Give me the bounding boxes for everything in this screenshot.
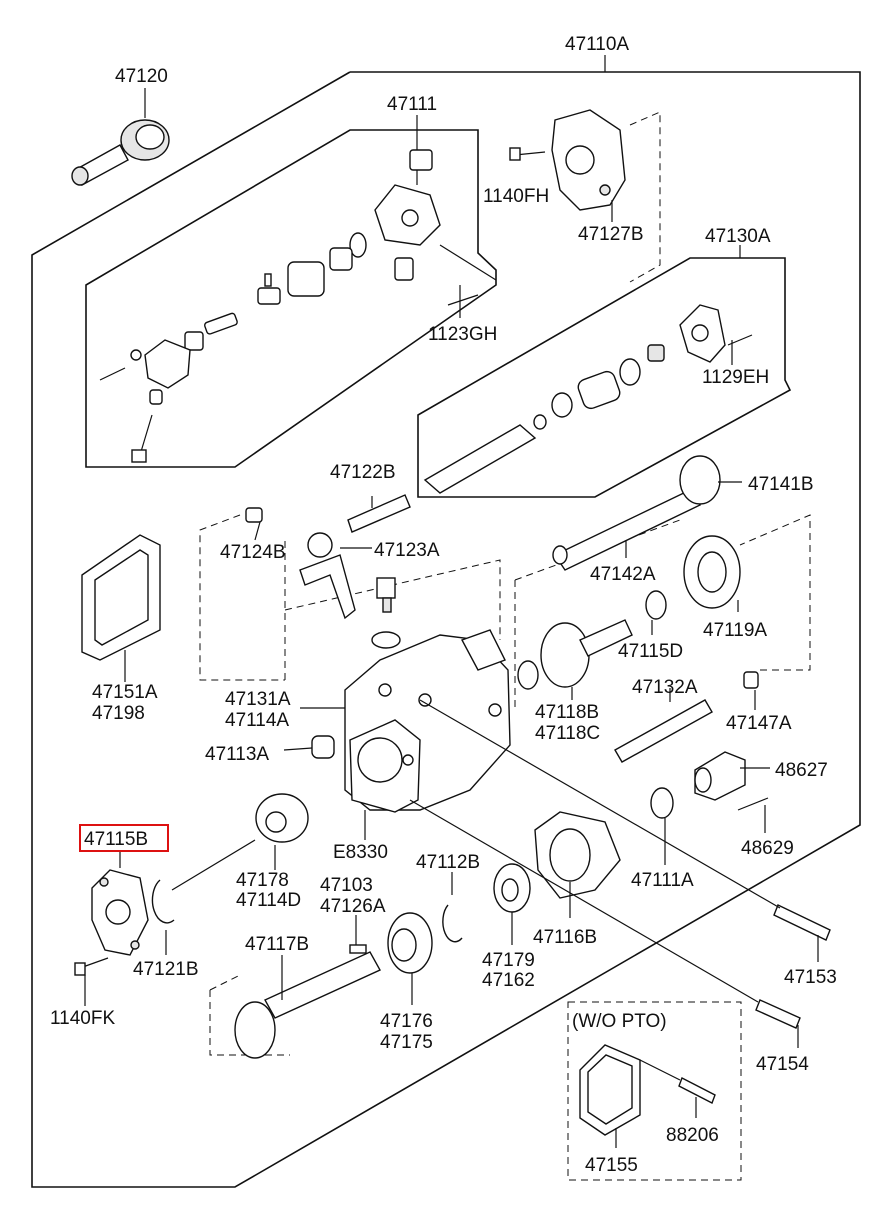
label-gear-shaft: 47117B — [245, 934, 309, 955]
label-seal-b: 47162 — [482, 970, 535, 991]
label-bolt-47153: 47153 — [784, 967, 837, 988]
label-gear-b: 47118C — [535, 723, 600, 744]
label-case-a: 47131A — [225, 689, 291, 710]
label-bearing-c: 47176 — [380, 1011, 433, 1032]
label-snap-ring: 47121B — [133, 959, 199, 980]
wo-pto-box — [567, 1001, 742, 1181]
label-seal-47111A: 47111A — [631, 870, 694, 891]
label-shaft: 47120 — [115, 66, 168, 87]
label-ring-47112B: 47112B — [416, 852, 480, 873]
main-housing — [344, 629, 511, 813]
shaft-47120 — [71, 88, 170, 186]
label-bolt-1140FH: 1140FH — [483, 186, 549, 207]
shaft-group-47130A — [417, 245, 792, 498]
label-fork: 47123A — [374, 540, 440, 561]
label-cover: 47127B — [578, 224, 644, 245]
label-pin: 47113A — [205, 744, 269, 765]
label-bolt-1123GH: 1123GH — [428, 324, 497, 345]
label-gear-a: 47118B — [535, 702, 599, 723]
fork-region — [199, 494, 501, 681]
label-bearing-b: 47114D — [236, 890, 301, 911]
label-shaft-47132A: 47132A — [632, 677, 698, 698]
label-plug: 47147A — [726, 713, 792, 734]
label-part-48627: 48627 — [775, 760, 828, 781]
gear-cluster — [514, 455, 811, 763]
label-bolt-1129EH: 1129EH — [702, 367, 769, 388]
label-gasket-b: 47198 — [92, 703, 145, 724]
cover-47127B — [509, 109, 661, 283]
label-bolt-48629: 48629 — [741, 838, 794, 859]
label-case-b: 47114A — [225, 710, 289, 731]
label-bolt-88206: 88206 — [666, 1125, 719, 1146]
label-assembly: 47110A — [565, 34, 629, 55]
label-key-a: 47103 — [320, 875, 373, 896]
label-wo-pto: (W/O PTO) — [572, 1011, 667, 1032]
highlight-box — [79, 824, 169, 852]
label-plate: 47155 — [585, 1155, 638, 1176]
label-gear-47119A: 47119A — [703, 620, 767, 641]
label-key-b: 47126A — [320, 896, 386, 917]
label-shift-group: 47111 — [387, 94, 437, 115]
label-breather: 47124B — [220, 542, 286, 563]
label-shaft-47142A: 47142A — [590, 564, 656, 585]
label-shaft-group: 47130A — [705, 226, 771, 247]
label-gasket-a: 47151A — [92, 682, 158, 703]
label-bearing-47115D: 47115D — [618, 641, 683, 662]
label-housing: 47116B — [533, 927, 597, 948]
part-labels: 47110A 47120 47111 1140FH 47127B 47130A … — [50, 34, 837, 1176]
gasket-47151A — [81, 534, 161, 682]
lower-parts — [74, 699, 831, 1059]
label-seal-a: 47179 — [482, 950, 535, 971]
leader-lines — [84, 285, 819, 1148]
assembly-frame — [31, 55, 861, 1188]
label-gear-47141B: 47141B — [748, 474, 814, 495]
label-spring: 47122B — [330, 462, 396, 483]
label-case-e8330: E8330 — [333, 842, 388, 863]
label-cover-highlight: 47115B — [84, 829, 148, 850]
label-bolt-1140FK: 1140FK — [50, 1008, 115, 1029]
shift-group-47111 — [85, 115, 497, 468]
label-bearing-d: 47175 — [380, 1032, 433, 1053]
label-bearing-a: 47178 — [236, 870, 289, 891]
label-bolt-47154: 47154 — [756, 1054, 809, 1075]
